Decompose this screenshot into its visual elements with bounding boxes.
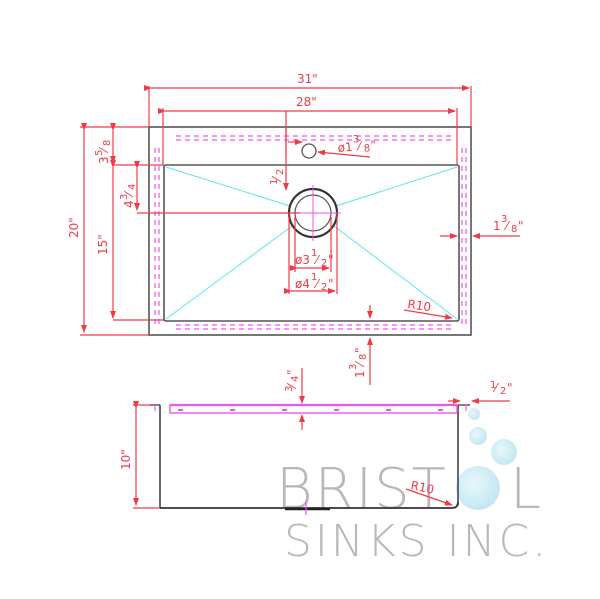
side-rim-label: 1 3 ⁄ 8 " <box>493 214 524 235</box>
svg-text:3: 3 <box>501 214 507 225</box>
svg-text:": " <box>507 381 513 395</box>
svg-text:3: 3 <box>284 386 295 392</box>
svg-text:⁄: ⁄ <box>270 175 284 183</box>
overall-width-label: 31" <box>297 72 318 86</box>
basin-depth-label: 15" <box>96 234 110 255</box>
bubble-icon <box>491 439 517 465</box>
brand-line1-left: BRIST <box>276 457 448 522</box>
svg-text:⁄: ⁄ <box>313 253 321 267</box>
svg-text:2: 2 <box>500 386 506 397</box>
dimensions-side <box>133 368 510 509</box>
faucet-hole-dia-label: ø1 3 ⁄ 8 " <box>337 134 377 155</box>
svg-text:": " <box>328 253 334 267</box>
svg-text:1: 1 <box>269 179 280 185</box>
svg-text:ø4: ø4 <box>295 277 310 291</box>
svg-text:⁄: ⁄ <box>503 219 511 233</box>
svg-text:⁄: ⁄ <box>313 277 321 291</box>
svg-text:1: 1 <box>311 272 317 283</box>
drain-offset-label: 4 3 ⁄ 4 <box>119 184 138 208</box>
svg-text:": " <box>285 369 299 375</box>
mounting-rail <box>169 404 458 414</box>
flange-thickness-label: 3 ⁄ 4 " <box>284 369 301 392</box>
bubble-icon <box>456 466 500 510</box>
drain-outer-dia-label: ø4 1 ⁄ 2 " <box>295 272 334 293</box>
svg-text:ø3: ø3 <box>295 253 310 267</box>
bubble-icon <box>468 408 480 420</box>
svg-text:3: 3 <box>348 364 359 370</box>
svg-text:2: 2 <box>321 258 327 269</box>
flange-lip-label: 1 ⁄ 2 " <box>490 380 513 397</box>
svg-text:1: 1 <box>311 248 317 259</box>
svg-text:8: 8 <box>363 143 370 155</box>
svg-text:3: 3 <box>353 134 360 146</box>
svg-text:2: 2 <box>321 282 327 293</box>
faucet-offset-label: 1 ⁄ 2 <box>269 169 286 185</box>
overall-depth-label: 20" <box>67 217 81 238</box>
svg-text:": " <box>370 138 377 152</box>
svg-text:ø1: ø1 <box>337 140 353 155</box>
front-rim-label: 1 3 ⁄ 8 " <box>348 347 369 378</box>
svg-text:3: 3 <box>97 156 111 164</box>
side-view <box>150 403 470 515</box>
svg-text:⁄: ⁄ <box>492 381 500 395</box>
side-depth-label: 10" <box>119 449 133 470</box>
svg-text:⁄: ⁄ <box>353 360 367 368</box>
svg-text:⁄: ⁄ <box>97 146 111 154</box>
side-corner-radius-label: R10 <box>409 478 435 497</box>
top-corner-radius-label: R10 <box>407 297 432 314</box>
svg-text:⁄: ⁄ <box>122 190 136 198</box>
faucet-hole <box>301 143 317 159</box>
brand-line1-right: L <box>510 457 541 522</box>
svg-text:8: 8 <box>102 140 113 146</box>
svg-text:": " <box>328 277 334 291</box>
dimensions-top <box>80 85 520 385</box>
svg-text:1: 1 <box>493 219 501 233</box>
drain-inner-dia-label: ø3 1 ⁄ 2 " <box>295 248 334 269</box>
top-view <box>148 126 472 336</box>
svg-text:3: 3 <box>119 194 130 200</box>
brand-logo: BRIST L SINKS INC. <box>276 408 549 567</box>
brand-line2: SINKS INC. <box>284 516 549 567</box>
svg-text:4: 4 <box>290 376 301 382</box>
svg-text:4: 4 <box>122 200 136 208</box>
svg-text:2: 2 <box>275 169 286 175</box>
svg-text:1: 1 <box>353 370 367 378</box>
mounting-slots <box>154 135 467 330</box>
svg-text:": " <box>353 347 367 353</box>
sink-basin-outline <box>163 164 460 322</box>
sink-outer-outline <box>148 126 472 336</box>
basin-width-label: 28" <box>296 95 317 109</box>
back-deck-label: 3 5 ⁄ 8 <box>94 140 113 164</box>
svg-text:8: 8 <box>358 354 369 360</box>
svg-text:⁄: ⁄ <box>355 139 364 154</box>
svg-text:8: 8 <box>511 224 517 235</box>
slope-guides <box>165 166 458 320</box>
svg-text:1: 1 <box>490 380 496 391</box>
svg-text:": " <box>518 219 524 233</box>
svg-text:5: 5 <box>94 150 105 156</box>
svg-text:⁄: ⁄ <box>285 382 299 390</box>
bubble-icon <box>469 427 487 445</box>
svg-text:4: 4 <box>127 184 138 190</box>
